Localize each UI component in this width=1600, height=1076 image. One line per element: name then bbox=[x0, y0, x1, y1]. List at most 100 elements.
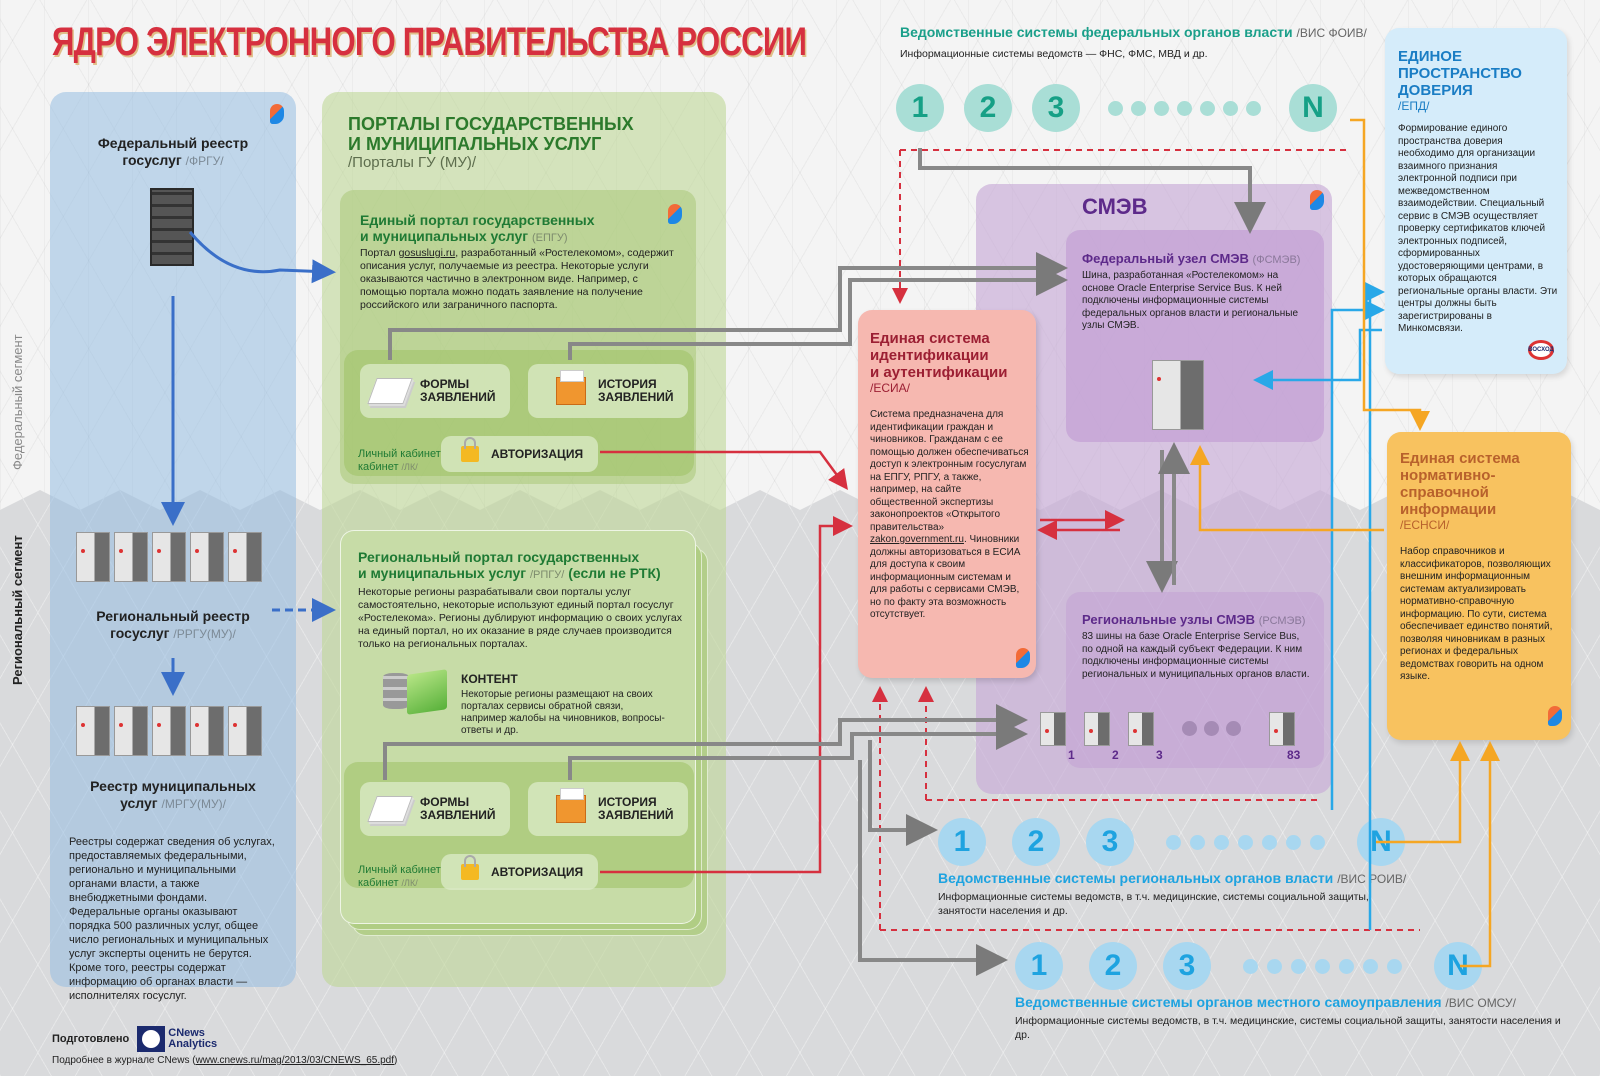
regional-registry-abbr: /РРГУ(МУ)/ bbox=[173, 627, 236, 641]
fsmev-server-icon bbox=[1152, 360, 1204, 430]
rsmev-node[interactable]: 2 bbox=[1084, 712, 1119, 762]
rsmev-title-text: Региональные узлы СМЭВ bbox=[1082, 612, 1256, 627]
esnsi-title: Единая система нормативно- справочной ин… bbox=[1400, 450, 1520, 532]
rpgu-description: Некоторые регионы разрабатывали свои пор… bbox=[358, 586, 682, 650]
rpgu-title-line2: и муниципальных услуг bbox=[358, 565, 527, 581]
vis-roiv-title: Ведомственные системы региональных орган… bbox=[938, 870, 1406, 886]
zakon-government-link[interactable]: zakon.government.ru bbox=[870, 534, 964, 545]
dot bbox=[1310, 834, 1325, 850]
vis-roiv-node[interactable]: 2 bbox=[1012, 818, 1060, 866]
vis-roiv-node[interactable]: 1 bbox=[938, 818, 986, 866]
dot bbox=[1291, 958, 1306, 974]
rpgu-lk-label: Личный кабинет bbox=[358, 864, 441, 876]
vis-foiv-node[interactable]: 2 bbox=[964, 84, 1012, 132]
vis-foiv-node[interactable]: N bbox=[1289, 84, 1337, 132]
rsmev-abbr: (РСМЭВ) bbox=[1258, 615, 1306, 627]
server-icon bbox=[114, 706, 148, 756]
federal-registry-title[interactable]: Федеральный реестр госуслуг /ФРГУ/ bbox=[50, 135, 296, 170]
gosuslugi-link[interactable]: gosuslugi.ru bbox=[398, 247, 456, 259]
epgu-auth-button[interactable]: АВТОРИЗАЦИЯ bbox=[441, 436, 598, 472]
server-icon bbox=[76, 706, 110, 756]
regional-registry-title[interactable]: Региональный реестр госуслуг /РРГУ(МУ)/ bbox=[50, 608, 296, 643]
fsmev-description: Шина, разработанная «Ростелекомом» на ос… bbox=[1082, 270, 1299, 331]
vis-omsu-node[interactable]: 1 bbox=[1015, 942, 1063, 990]
footer-prepared-label: Подготовлено bbox=[52, 1033, 130, 1045]
page-title: ЯДРО ЭЛЕКТРОННОГО ПРАВИТЕЛЬСТВА РОССИИ bbox=[52, 20, 807, 64]
server-icon bbox=[190, 532, 224, 582]
esnsi-title-line2: нормативно- bbox=[1400, 467, 1496, 484]
dot bbox=[1108, 100, 1123, 116]
rsmev-node[interactable]: 83 bbox=[1269, 712, 1300, 762]
vis-foiv-node[interactable]: 1 bbox=[896, 84, 944, 132]
rpgu-content-title: КОНТЕНТ bbox=[461, 672, 518, 686]
folder-icon bbox=[407, 669, 447, 715]
rsmev-node[interactable]: 3 bbox=[1128, 712, 1163, 762]
federal-registry-title-line1: Федеральный реестр bbox=[97, 135, 249, 151]
cnews-pdf-link[interactable]: www.cnews.ru/mag/2013/03/CNEWS_65.pdf bbox=[195, 1055, 395, 1066]
dot bbox=[1246, 100, 1261, 116]
dot bbox=[1262, 834, 1277, 850]
rpgu-history-box[interactable]: ИСТОРИЯ ЗАЯВЛЕНИЙ bbox=[528, 782, 688, 836]
vis-roiv-description: Информационные системы ведомств, в т.ч. … bbox=[938, 891, 1369, 917]
cnews-brand-line2: Analytics bbox=[168, 1038, 218, 1050]
dot bbox=[1190, 834, 1205, 850]
epgu-description: Портал gosuslugi.ru, разработанный «Рост… bbox=[360, 247, 686, 312]
rpgu-title-suffix: (если не РТК) bbox=[568, 565, 661, 581]
ellipsis-dots bbox=[1182, 721, 1241, 736]
vis-roiv-node[interactable]: N bbox=[1357, 818, 1405, 866]
rsmev-description: 83 шины на базе Oracle Enterprise Servic… bbox=[1082, 631, 1310, 680]
federal-segment-label: Федеральный сегмент bbox=[10, 334, 25, 470]
registry-note: Реестры содержат сведения об услугах, пр… bbox=[69, 836, 275, 1002]
vis-node-label: 1 bbox=[953, 825, 971, 858]
rsmev-node[interactable]: 1 bbox=[1040, 712, 1075, 762]
vis-omsu-nodes: 1 2 3 N bbox=[1015, 942, 1482, 990]
dot bbox=[1339, 958, 1354, 974]
vis-omsu-node[interactable]: N bbox=[1434, 942, 1482, 990]
vis-omsu-abbr: /ВИС ОМСУ/ bbox=[1445, 996, 1516, 1010]
esia-title-line3: и аутентификации bbox=[870, 364, 1008, 381]
ellipsis-dots bbox=[1108, 100, 1261, 116]
vis-node-label: 3 bbox=[1101, 825, 1119, 858]
esnsi-description: Набор справочников и классификаторов, по… bbox=[1400, 546, 1553, 682]
smev-title: СМЭВ bbox=[1082, 194, 1148, 219]
rpgu-auth-button[interactable]: АВТОРИЗАЦИЯ bbox=[441, 854, 598, 890]
rpgu-forms-box[interactable]: ФОРМЫ ЗАЯВЛЕНИЙ bbox=[360, 782, 510, 836]
portals-title-line2: И МУНИЦИПАЛЬНЫХ УСЛУГ bbox=[348, 134, 602, 154]
epd-title-line1: ЕДИНОЕ bbox=[1398, 48, 1462, 65]
vis-roiv-node[interactable]: 3 bbox=[1086, 818, 1134, 866]
dot bbox=[1315, 958, 1330, 974]
server-icon bbox=[190, 706, 224, 756]
vis-omsu-node[interactable]: 3 bbox=[1163, 942, 1211, 990]
vis-node-label: N bbox=[1302, 91, 1324, 124]
esia-card[interactable] bbox=[858, 310, 1036, 678]
epd-title-line3: ДОВЕРИЯ bbox=[1398, 82, 1473, 99]
epgu-forms-box[interactable]: ФОРМЫ ЗАЯВЛЕНИЙ bbox=[360, 364, 510, 418]
esia-abbr: /ЕСИА/ bbox=[870, 381, 910, 395]
municipal-registry-abbr: /МРГУ(МУ)/ bbox=[161, 797, 226, 811]
vis-roiv-title-text: Ведомственные системы региональных орган… bbox=[938, 870, 1334, 886]
esia-description: Система предназначена для идентификации … bbox=[870, 409, 1030, 622]
vis-node-label: 1 bbox=[1030, 949, 1048, 982]
rsmev-node-label: 83 bbox=[1287, 748, 1301, 762]
ellipsis-dots bbox=[1166, 834, 1325, 850]
server-icon bbox=[152, 706, 186, 756]
epgu-title: Единый портал государственных и муниципа… bbox=[360, 212, 595, 246]
rpgu-lk-abbr: кабинет /ЛК/ bbox=[358, 877, 418, 889]
vis-node-label: N bbox=[1370, 825, 1392, 858]
epgu-forms-label: ФОРМЫ ЗАЯВЛЕНИЙ bbox=[420, 377, 496, 404]
municipal-registry-title[interactable]: Реестр муниципальных услуг /МРГУ(МУ)/ bbox=[50, 778, 296, 813]
esnsi-card[interactable] bbox=[1387, 432, 1571, 740]
regional-registry-title-line1: Региональный реестр bbox=[96, 608, 250, 624]
epd-title: ЕДИНОЕ ПРОСТРАНСТВО ДОВЕРИЯ /ЕПД/ bbox=[1398, 48, 1522, 113]
vis-foiv-title-text: Ведомственные системы федеральных органо… bbox=[900, 24, 1293, 40]
rostelecom-logo-icon bbox=[1016, 648, 1030, 668]
vis-node-label: 2 bbox=[979, 91, 997, 124]
vis-node-label: N bbox=[1447, 949, 1469, 982]
vis-omsu-node[interactable]: 2 bbox=[1089, 942, 1137, 990]
dot bbox=[1214, 834, 1229, 850]
vis-foiv-node[interactable]: 3 bbox=[1032, 84, 1080, 132]
rpgu-history-label: ИСТОРИЯ ЗАЯВЛЕНИЙ bbox=[598, 795, 674, 822]
epgu-history-label: ИСТОРИЯ ЗАЯВЛЕНИЙ bbox=[598, 377, 674, 404]
epgu-history-box[interactable]: ИСТОРИЯ ЗАЯВЛЕНИЙ bbox=[528, 364, 688, 418]
